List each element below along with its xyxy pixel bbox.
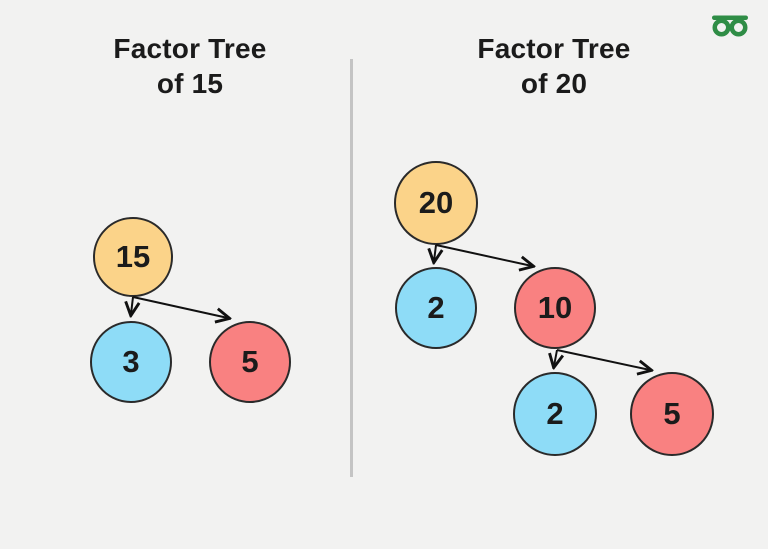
tree-15-title-line1: Factor Tree (113, 33, 267, 64)
edge-20-to-10 (435, 244, 532, 266)
tree-15-node-5: 5 (209, 321, 291, 403)
edge-20-to-2 (434, 244, 436, 261)
tree-20-title: Factor Tree of 20 (429, 31, 679, 101)
tree-20-node-2: 2 (395, 267, 477, 349)
tree-20-node-5: 5 (630, 372, 714, 456)
edge-10-to-5 (556, 349, 650, 370)
tree-15-title-line2: of 15 (156, 68, 224, 99)
tree-20-title-line2: of 20 (520, 68, 588, 99)
edge-15-to-5 (132, 296, 228, 318)
edge-10-to-2 (554, 349, 557, 366)
tree-20-node-10: 10 (514, 267, 596, 349)
edge-15-to-3 (131, 296, 133, 314)
tree-15-node-15: 15 (93, 217, 173, 297)
panel-divider (350, 59, 353, 477)
tree-15-node-3: 3 (90, 321, 172, 403)
geeksforgeeks-logo-icon (712, 15, 748, 37)
tree-20-node-20: 20 (394, 161, 478, 245)
tree-20-node-2b: 2 (513, 372, 597, 456)
tree-15-title: Factor Tree of 15 (65, 31, 315, 101)
tree-20-title-line1: Factor Tree (477, 33, 631, 64)
